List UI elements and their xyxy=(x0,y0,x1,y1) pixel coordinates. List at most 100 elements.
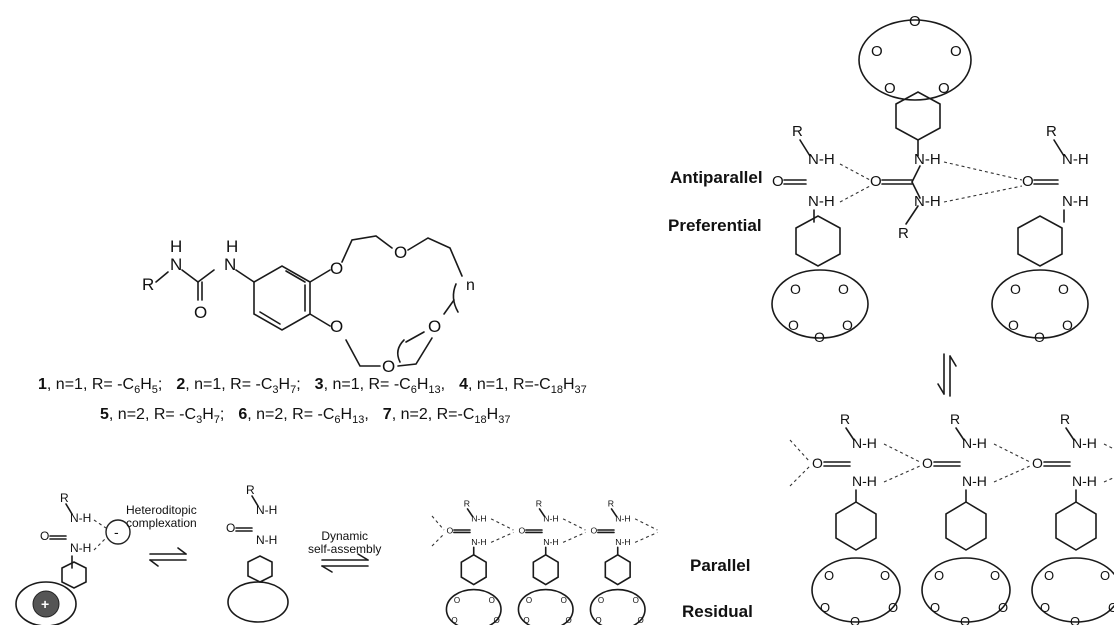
parallel-unit-1-crown-o-4: O xyxy=(888,600,898,615)
parallel-unit-2-crown-o-3: O xyxy=(930,600,940,615)
parallel-unit-3-atom-r: R xyxy=(1060,411,1070,427)
atom-r-ap-c: R xyxy=(898,225,909,242)
subscript-hydrogen: 13 xyxy=(352,414,365,427)
compound-number: 5 xyxy=(100,406,109,423)
subscript-carbon: 18 xyxy=(550,384,563,397)
chain-unit-3-crown-o-2: O xyxy=(633,596,639,605)
antiparallel-assembly: O O O O O N-H O N-H R R N-H O N-H xyxy=(771,13,1089,345)
parallel-unit-1-crown-o-1: O xyxy=(824,568,834,583)
atom-o-ap-c: O xyxy=(870,173,882,190)
parallel-unit-1-crown-o-3: O xyxy=(820,600,830,615)
chain-unit-1-crown-o-1: O xyxy=(454,596,460,605)
compound-number: 7 xyxy=(382,406,392,423)
compound-entry: 5, n=2, R= -C3H7; xyxy=(100,406,225,427)
parallel-unit-1-hbond-1 xyxy=(883,443,921,463)
cation-sign: + xyxy=(41,596,49,612)
parallel-unit-3-hbond-2 xyxy=(1103,476,1114,483)
subscript-hydrogen: 5 xyxy=(151,384,158,397)
chain-unit-1-atom-r: R xyxy=(464,498,470,508)
parallel-unit-3-crown-o-1: O xyxy=(1044,568,1054,583)
parallel-unit-2-crown-o-2: O xyxy=(990,568,1000,583)
atom-nh-ap-l1: N-H xyxy=(808,151,835,168)
subscript-hydrogen: 13 xyxy=(428,384,441,397)
atom-nh-bl2a: N-H xyxy=(256,503,277,517)
parallel-unit-3-crown-o-2: O xyxy=(1100,568,1110,583)
chain-unit-1-crown-o-4: O xyxy=(494,616,500,625)
anion-circle xyxy=(105,519,131,545)
compound-number: 2 xyxy=(176,376,186,393)
label-complexation: complexation xyxy=(126,516,197,530)
parallel-unit-2-atom-o: O xyxy=(922,455,933,471)
parallel-unit-2-hbond-1 xyxy=(993,443,1031,463)
chain-unit-1-atom-nh-bottom: N-H xyxy=(471,537,486,547)
compound-entry: 4, n=1, R=-C18H37 xyxy=(459,376,587,397)
atom-o-crown3: O xyxy=(394,243,407,262)
chain-unit-3-atom-nh-bottom: N-H xyxy=(615,537,630,547)
atom-o-ap-top2: O xyxy=(909,13,921,30)
chain-unit-3-crown-o-3: O xyxy=(595,616,601,625)
chain-unit-1-bond xyxy=(466,508,474,518)
compound-number: 4 xyxy=(459,376,469,393)
parallel-unit-1-atom-o: O xyxy=(812,455,823,471)
atom-o-ap-r5: O xyxy=(1008,317,1019,333)
atom-r-bl1: R xyxy=(60,491,69,505)
parallel-unit-1-atom-nh-top: N-H xyxy=(852,435,877,451)
atom-r-ap-l: R xyxy=(792,123,803,140)
atom-nh-ap-l2: N-H xyxy=(808,193,835,210)
atom-o-ap-r3: O xyxy=(1010,281,1021,297)
atom-o-ap-r6: O xyxy=(1062,317,1073,333)
parallel-unit-1-bond xyxy=(845,427,855,441)
parallel-unit-1-atom-nh-bottom: N-H xyxy=(852,473,877,489)
atom-h-left: H xyxy=(170,237,182,256)
parallel-hbond-start-1 xyxy=(789,439,811,463)
chain-unit-2-atom-o: O xyxy=(518,526,525,536)
chain-unit-2-atom-nh-bottom: N-H xyxy=(543,537,558,547)
atom-r-ap-r: R xyxy=(1046,123,1057,140)
chain-unit-1-hbond-2 xyxy=(490,531,514,543)
chain-unit-3-bond xyxy=(610,508,618,518)
parallel-unit-2-crown-o-4: O xyxy=(998,600,1008,615)
anion-sign: - xyxy=(114,524,119,540)
cation-sphere xyxy=(32,590,60,618)
compound-list-line1: 1, n=1, R= -C6H5;2, n=1, R= -C3H7;3, n=1… xyxy=(38,376,601,396)
label-heteroditopic: Heteroditopic xyxy=(126,503,197,517)
atom-o-ap-l7: O xyxy=(814,329,825,345)
parallel-unit-2-bond xyxy=(955,427,965,441)
atom-o-ap-l5: O xyxy=(788,317,799,333)
parallel-unit-2-hbond-2 xyxy=(993,465,1031,483)
atom-o-crown1: O xyxy=(330,259,343,278)
chain-unit-1-benzene-ring xyxy=(460,553,487,586)
subscript-hydrogen: 7 xyxy=(213,414,220,427)
chain-unit-1-atom-o: O xyxy=(446,526,453,536)
parallel-unit-3-hbond-1 xyxy=(1103,443,1114,450)
chain-unit-2-crown-o-1: O xyxy=(526,596,532,605)
chain-unit-2-crown-o-2: O xyxy=(561,596,567,605)
label-self-assembly: self-assembly xyxy=(308,542,382,556)
atom-nh-ap-r2: N-H xyxy=(1062,193,1089,210)
atom-o-ap-l4: O xyxy=(838,281,849,297)
atom-n-right: N xyxy=(224,255,236,274)
atom-o-ap-r: O xyxy=(1022,173,1034,190)
chain-unit-3-crown-o-1: O xyxy=(598,596,604,605)
parallel-unit-3-crown-o-3: O xyxy=(1040,600,1050,615)
compound-entry: 6, n=2, R= -C6H13, xyxy=(238,406,369,427)
atom-o-urea: O xyxy=(194,303,207,322)
subscript-hydrogen: 37 xyxy=(574,384,587,397)
chain-unit-1-crown-o-3: O xyxy=(451,616,457,625)
compound-entry: 7, n=2, R=-C18H37 xyxy=(382,406,511,427)
label-dynamic-self-assembly: Dynamic self-assembly xyxy=(308,530,381,556)
atom-nh-ap-c2: N-H xyxy=(914,193,941,210)
label-antiparallel: Antiparallel xyxy=(670,168,763,187)
compound-number: 6 xyxy=(238,406,248,423)
parallel-unit-1-crown-o-2: O xyxy=(880,568,890,583)
chain-unit-3-hbond-1 xyxy=(634,518,658,531)
atom-o-ap-l3: O xyxy=(790,281,801,297)
parallel-unit-1-crown-o-5: O xyxy=(850,614,860,625)
parallel-unit-2-atom-r: R xyxy=(950,411,960,427)
chain-unit-3-benzene-ring xyxy=(604,553,631,586)
atom-o-crown5: O xyxy=(382,357,395,376)
chain-unit-3-hbond-2 xyxy=(634,531,658,543)
atom-o-ap-top4: O xyxy=(884,80,896,97)
parallel-unit-1-benzene-ring xyxy=(835,501,877,551)
